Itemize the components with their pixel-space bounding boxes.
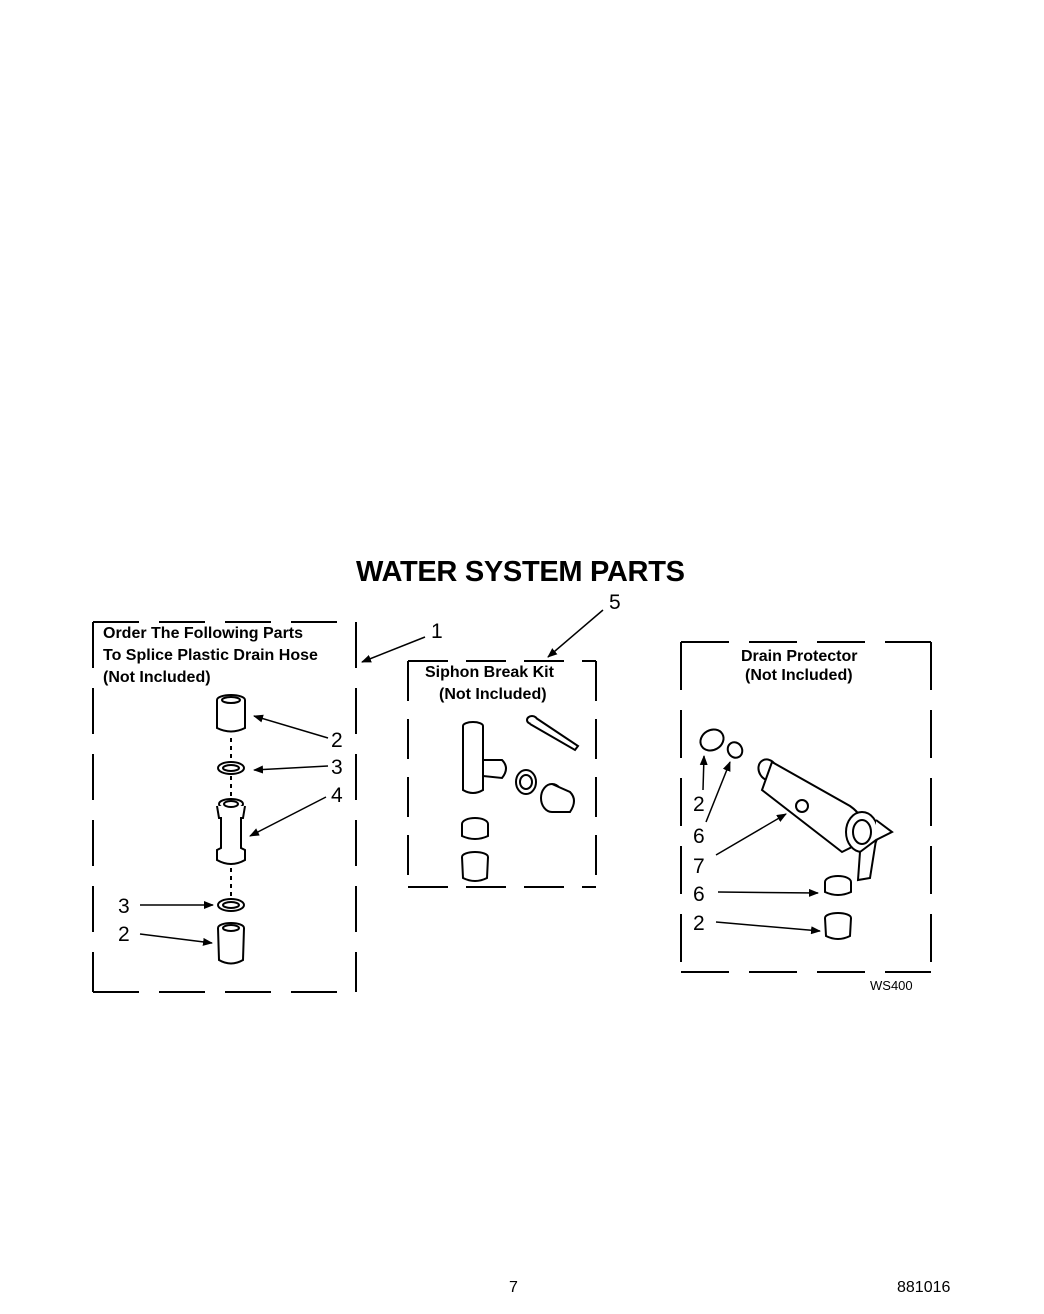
splice-connector (216, 798, 246, 865)
callout-drain-7: 7 (693, 855, 705, 878)
callout-drain-6a: 6 (693, 825, 705, 848)
callout-splice-3a: 3 (331, 756, 343, 779)
siphon-box-label-1: Siphon Break Kit (425, 664, 554, 681)
callout-splice-2b: 2 (118, 923, 130, 946)
siphon-nut-bottom (461, 817, 489, 840)
callout-splice-3b: 3 (118, 895, 130, 918)
callout-drain-2a: 2 (693, 793, 705, 816)
siphon-nut-right (515, 769, 537, 795)
splice-box-label-3: (Not Included) (103, 669, 211, 686)
page-number: 7 (509, 1279, 518, 1296)
splice-coupler-bottom (217, 922, 245, 965)
callout-splice-4: 4 (331, 784, 343, 807)
siphon-box-border (407, 660, 597, 888)
siphon-box-label-2: (Not Included) (439, 686, 547, 703)
callout-5: 5 (609, 591, 621, 614)
callout-drain-6b: 6 (693, 883, 705, 906)
splice-clamp-top (217, 761, 245, 775)
callout-drain-2b: 2 (693, 912, 705, 935)
splice-parts (216, 694, 246, 965)
drain-cap-bottom (824, 912, 852, 940)
drain-nut-bottom (824, 875, 852, 896)
callout-1: 1 (431, 620, 443, 643)
page-title: WATER SYSTEM PARTS (356, 556, 685, 588)
siphon-cap-bottom (461, 851, 489, 882)
splice-clamp-bottom (217, 898, 245, 912)
drain-box-border (680, 641, 932, 973)
siphon-parts (461, 715, 580, 882)
diagram-code: WS400 (870, 978, 913, 993)
siphon-tee (462, 721, 507, 794)
splice-box-label-1: Order The Following Parts (103, 625, 304, 642)
siphon-cap-right (540, 783, 575, 813)
splice-coupler-top (216, 694, 246, 733)
drain-body (757, 758, 894, 882)
splice-box-label-2: To Splice Plastic Drain Hose (103, 647, 318, 664)
splice-box-border (92, 621, 357, 993)
siphon-rod (526, 715, 580, 752)
callout-splice-2a: 2 (331, 729, 343, 752)
drain-box-label-1: Drain Protector (741, 648, 858, 665)
document-number: 881016 (897, 1279, 951, 1296)
drain-cap-left (699, 728, 725, 752)
drain-parts (699, 728, 894, 940)
drain-nut-left (726, 741, 744, 759)
leader-lines (139, 609, 821, 946)
drain-box-label-2: (Not Included) (745, 667, 853, 684)
